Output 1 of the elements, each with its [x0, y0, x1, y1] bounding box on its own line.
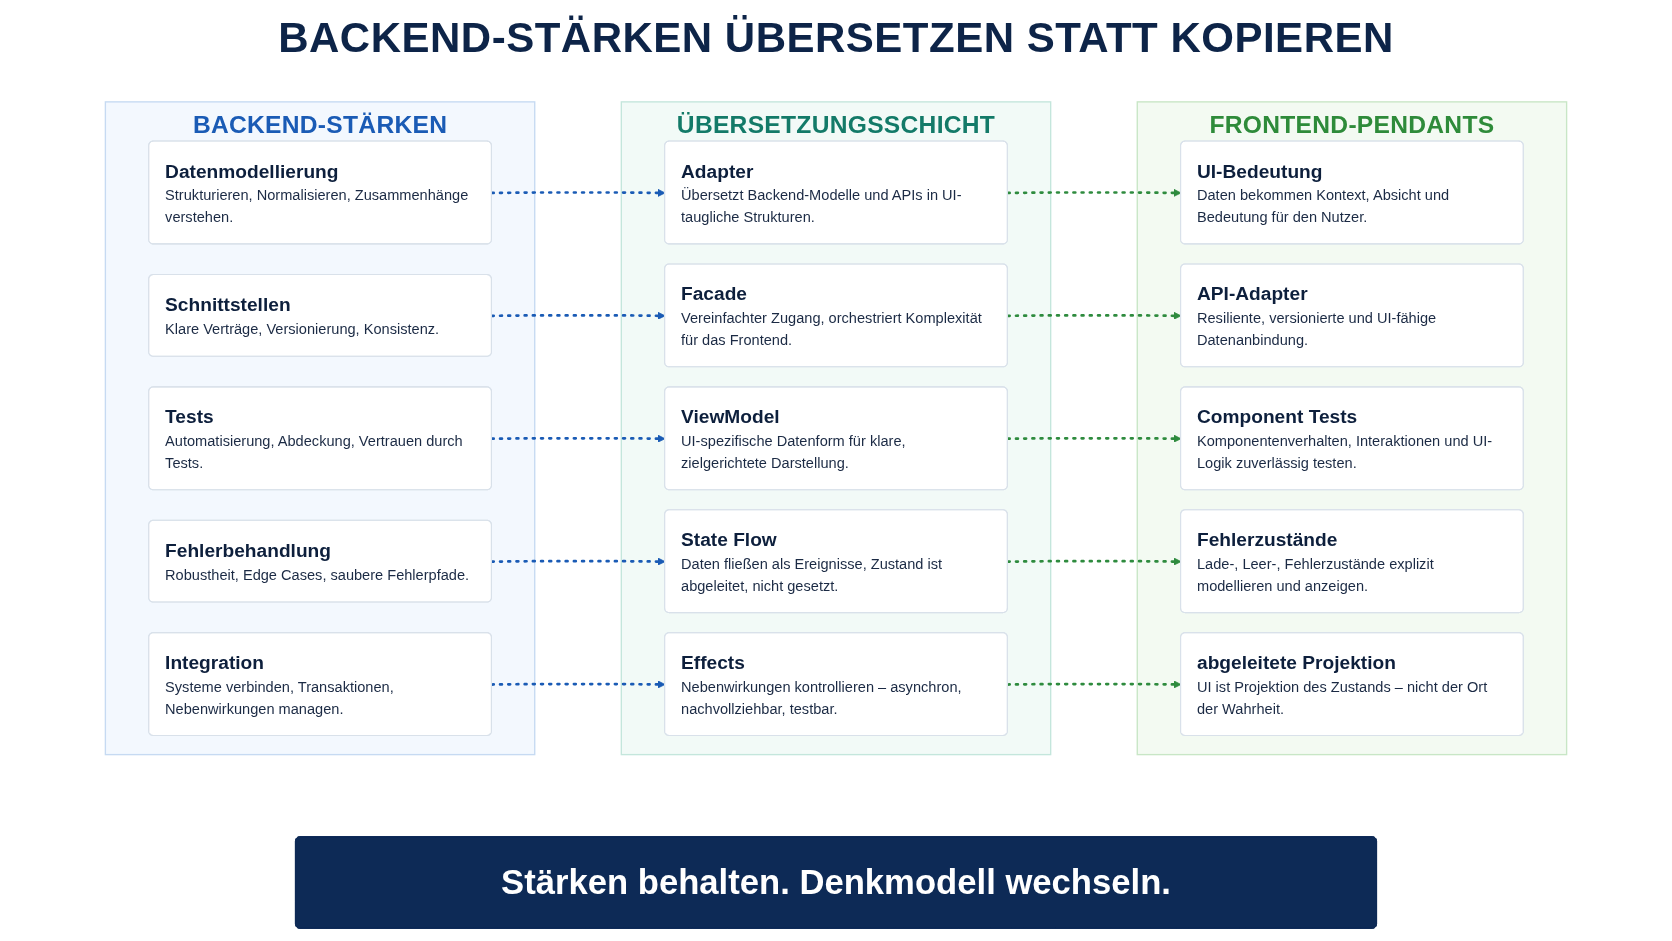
title: BACKEND-STÄRKEN ÜBERSETZEN STATT KOPIEREN: [278, 14, 1394, 62]
